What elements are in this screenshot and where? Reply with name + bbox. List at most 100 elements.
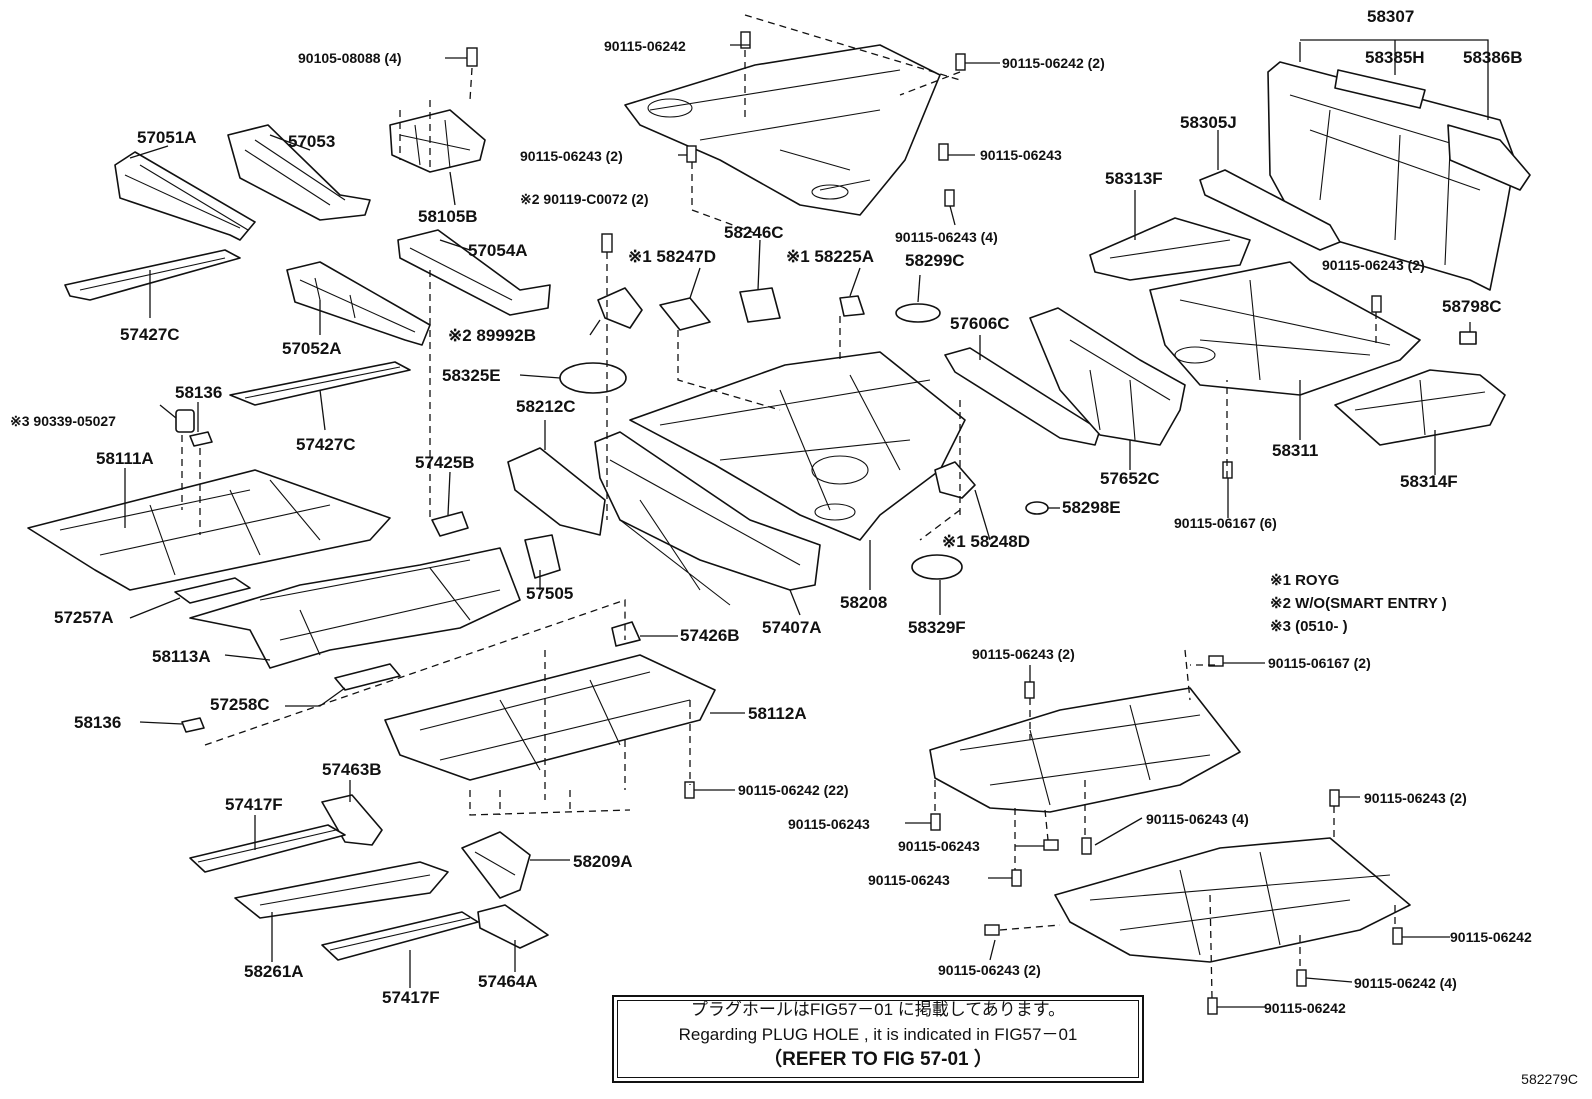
part-58305j <box>1199 169 1341 251</box>
part-57427c-1 <box>64 249 241 301</box>
bolt-90115-06242-top <box>740 31 751 49</box>
notice-line-japanese: プラグホールはFIG57－01 に掲載してあります。 <box>690 1000 1066 1019</box>
label-57417f-2: 57417F <box>382 988 440 1007</box>
part-58261a <box>234 861 449 919</box>
label-58325e: 58325E <box>442 366 501 385</box>
part-58299c <box>895 303 941 323</box>
label-57052a: 57052A <box>282 339 342 358</box>
bolt-90115-06243-2d <box>1329 789 1340 807</box>
label-90115-06243-d: 90115-06243 <box>868 872 950 888</box>
bolt-90115-06243-4a <box>944 189 955 207</box>
label-58246c: 58246C <box>724 223 784 242</box>
bolt-90115-06242-4 <box>1296 969 1307 987</box>
label-90115-06167-6: 90115-06167 (6) <box>1174 515 1277 531</box>
label-90115-06167-2: 90115-06167 (2) <box>1268 655 1371 671</box>
part-58314f <box>1334 369 1506 446</box>
label-57054a: 57054A <box>468 241 528 260</box>
label-57427c-2: 57427C <box>296 435 356 454</box>
diagram-code: 582279C <box>1521 1071 1578 1087</box>
part-57427c-2 <box>229 361 411 406</box>
label-90115-06243-a: 90115-06243 <box>980 147 1062 163</box>
part-58386b <box>1447 124 1531 191</box>
bolt-90115-06243-4b <box>1081 837 1092 855</box>
label-90115-06243-2b: 90115-06243 (2) <box>1322 257 1425 273</box>
part-57051a <box>114 151 256 241</box>
label-58112a: 58112A <box>748 704 807 723</box>
part-labels: 57051A 57053 90105-08088 (4) 58105B 5742… <box>10 7 1532 1016</box>
label-90115-06243-4a: 90115-06243 (4) <box>895 229 998 245</box>
part-89992b <box>597 287 643 329</box>
bolt-90115-06167-2 <box>1208 655 1224 667</box>
label-58105b: 58105B <box>418 207 478 226</box>
part-57257a <box>174 577 251 604</box>
label-57426b: 57426B <box>680 626 740 645</box>
label-57258c: 57258C <box>210 695 270 714</box>
bolt-90115-06243-2e <box>984 924 1000 936</box>
label-58261a: 58261A <box>244 962 304 981</box>
part-57426b <box>611 621 641 647</box>
bolt-90115-06243-b <box>930 813 941 831</box>
label-57427c-1: 57427C <box>120 325 180 344</box>
part-57258c <box>334 663 401 691</box>
label-90115-06243-2d: 90115-06243 (2) <box>1364 790 1467 806</box>
part-57652c <box>1029 307 1186 446</box>
label-90115-06242-2top: 90115-06242 (2) <box>1002 55 1105 71</box>
label-57425b: 57425B <box>415 453 475 472</box>
label-58136-1: 58136 <box>175 383 222 402</box>
label-58113a: 58113A <box>152 647 211 666</box>
bolt-90115-06242-r <box>1392 927 1403 945</box>
part-58248d <box>934 461 976 499</box>
part-58385h <box>1334 69 1426 109</box>
label-57051a: 57051A <box>137 128 197 147</box>
label-58385h: 58385H <box>1365 48 1425 67</box>
part-58329f <box>911 554 963 580</box>
label-57257a: 57257A <box>54 608 114 627</box>
part-90339-05027 <box>175 409 195 433</box>
label-58314f: 58314F <box>1400 472 1458 491</box>
part-57052a <box>286 261 431 346</box>
label-90115-06242-b: 90115-06242 <box>1264 1000 1346 1016</box>
notice-line-reference: （REFER TO FIG 57-01 ） <box>763 1049 993 1070</box>
part-57464a <box>477 904 549 949</box>
part-58798c <box>1459 331 1477 345</box>
label-58212c: 58212C <box>516 397 576 416</box>
label-58208: 58208 <box>840 593 887 612</box>
part-57505 <box>524 534 561 579</box>
label-58299c: 58299C <box>905 251 965 270</box>
part-rear-floor-lower-2 <box>1054 837 1411 963</box>
part-58113a <box>189 547 521 669</box>
label-90115-06242-4: 90115-06242 (4) <box>1354 975 1457 991</box>
label-89992b: ※2 89992B <box>448 326 536 345</box>
part-57606c <box>944 347 1101 446</box>
part-58212c <box>507 447 606 536</box>
label-57464a: 57464A <box>478 972 538 991</box>
part-58311 <box>1149 261 1421 396</box>
label-90115-06242-r: 90115-06242 <box>1450 929 1532 945</box>
label-57053: 57053 <box>288 132 335 151</box>
part-rear-floor-upper <box>624 44 941 216</box>
label-57606c: 57606C <box>950 314 1010 333</box>
legend-note-3: ※3 (0510- ) <box>1270 618 1348 635</box>
label-57463b: 57463B <box>322 760 382 779</box>
part-58208 <box>629 351 966 541</box>
label-58305j: 58305J <box>1180 113 1237 132</box>
plug-hole-notice: プラグホールはFIG57－01 に掲載してあります。 Regarding PLU… <box>612 995 1144 1083</box>
part-58325e <box>559 362 627 394</box>
label-58311: 58311 <box>1272 441 1318 460</box>
label-90115-06243-2a: 90115-06243 (2) <box>520 148 623 164</box>
label-90115-06243-4b: 90115-06243 (4) <box>1146 811 1249 827</box>
label-90115-06242-22: 90115-06242 (22) <box>738 782 849 798</box>
part-rear-floor-lower-1 <box>929 687 1241 813</box>
part-57417f-1 <box>189 824 346 873</box>
part-58313f <box>1089 217 1251 281</box>
label-58313f: 58313F <box>1105 169 1163 188</box>
label-90115-06243-2e: 90115-06243 (2) <box>938 962 1041 978</box>
assembly-lines <box>181 14 1396 999</box>
label-90115-06243-b: 90115-06243 <box>788 816 870 832</box>
label-58798c: 58798C <box>1442 297 1502 316</box>
part-58298e <box>1025 501 1049 515</box>
bolt-90115-06243-c <box>1043 839 1059 851</box>
bolt-90115-06243-a <box>938 143 949 161</box>
bolt-90119-c0072 <box>601 233 613 253</box>
